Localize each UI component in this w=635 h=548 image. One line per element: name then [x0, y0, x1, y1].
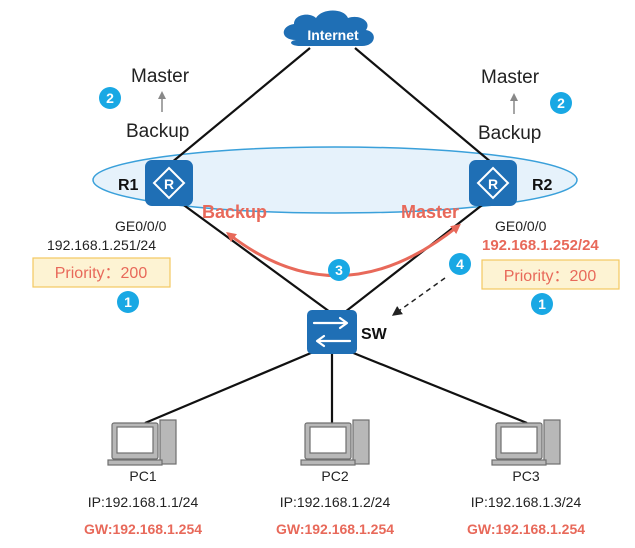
negotiation-step-badge: [328, 259, 350, 281]
router-r1-name: R1: [118, 177, 139, 194]
svg-text:R: R: [164, 176, 174, 192]
router-r2: R R2: [469, 160, 553, 206]
link-sw-pc3: [345, 348, 528, 425]
computer-icon: [300, 419, 370, 466]
r1-priority-box: Priority：200: [32, 257, 171, 288]
r2-priority-box: Priority：200: [481, 259, 620, 290]
r2-priority-step-badge: [531, 293, 553, 315]
r1-priority-step: 1: [124, 294, 132, 310]
pc2-name: PC2: [321, 468, 348, 484]
r1-step-number: 2: [106, 90, 114, 106]
pc-2: PC2 IP:192.168.1.2/24 GW:192.168.1.254: [276, 419, 394, 537]
link-sw-pc1: [144, 348, 319, 425]
r1-transition-from: Backup: [126, 121, 189, 142]
r2-interface: GE0/0/0: [495, 218, 547, 234]
pc1-name: PC1: [129, 468, 156, 484]
r1-priority-step-badge: [117, 291, 139, 313]
internet-label: Internet: [307, 27, 359, 43]
switch-sw: SW: [307, 310, 388, 354]
r2-state-transition: Master Backup 2: [478, 67, 572, 144]
router-r2-name: R2: [532, 177, 553, 194]
r2-ip: 192.168.1.252/24: [482, 237, 599, 254]
router-icon: [152, 166, 186, 200]
r2-step-number: 2: [557, 95, 565, 111]
switch-icon: [312, 316, 352, 348]
r2-transition-from: Backup: [478, 123, 541, 144]
pc1-gateway: GW:192.168.1.254: [84, 521, 202, 537]
pc1-ip: IP:192.168.1.1/24: [88, 494, 199, 510]
r1-step-badge: [99, 87, 121, 109]
r2-transition-to: Master: [481, 67, 540, 88]
r1-state-transition: Master Backup 2: [99, 66, 190, 142]
link-notify-arrow: [391, 277, 446, 316]
r1-ip: 192.168.1.251/24: [47, 237, 156, 253]
pc2-ip: IP:192.168.1.2/24: [280, 494, 391, 510]
link-internet-r1: [164, 47, 311, 169]
pc-1: PC1 IP:192.168.1.1/24 GW:192.168.1.254: [84, 419, 202, 537]
pc3-gateway: GW:192.168.1.254: [467, 521, 585, 537]
internet-cloud-icon: Internet: [283, 10, 374, 46]
computer-icon: [107, 419, 177, 466]
link-notify-step: 4: [456, 256, 464, 272]
router-icon: [476, 166, 510, 200]
r1-interface: GE0/0/0: [115, 218, 167, 234]
router-r1: R R1: [118, 160, 193, 206]
r2-priority: Priority：200: [504, 268, 597, 285]
r1-priority: Priority：200: [55, 265, 148, 282]
pc3-name: PC3: [512, 468, 539, 484]
pc3-ip: IP:192.168.1.3/24: [471, 494, 582, 510]
r2-state-label: Master: [401, 202, 459, 222]
r2-step-badge: [550, 92, 572, 114]
pc-3: PC3 IP:192.168.1.3/24 GW:192.168.1.254: [467, 419, 585, 537]
negotiation-step: 3: [335, 262, 343, 278]
r1-transition-to: Master: [131, 66, 190, 87]
link-notify-step-badge: [449, 253, 471, 275]
switch-name: SW: [361, 326, 388, 343]
link-internet-r2: [354, 47, 499, 169]
computer-icon: [491, 419, 561, 466]
link-r1-sw: [169, 194, 331, 313]
network-links: [144, 47, 528, 425]
r1-state-label: Backup: [202, 202, 267, 222]
svg-text:R: R: [488, 176, 498, 192]
vrrp-group-ellipse: [92, 146, 578, 214]
pc2-gateway: GW:192.168.1.254: [276, 521, 394, 537]
r2-priority-step: 1: [538, 296, 546, 312]
